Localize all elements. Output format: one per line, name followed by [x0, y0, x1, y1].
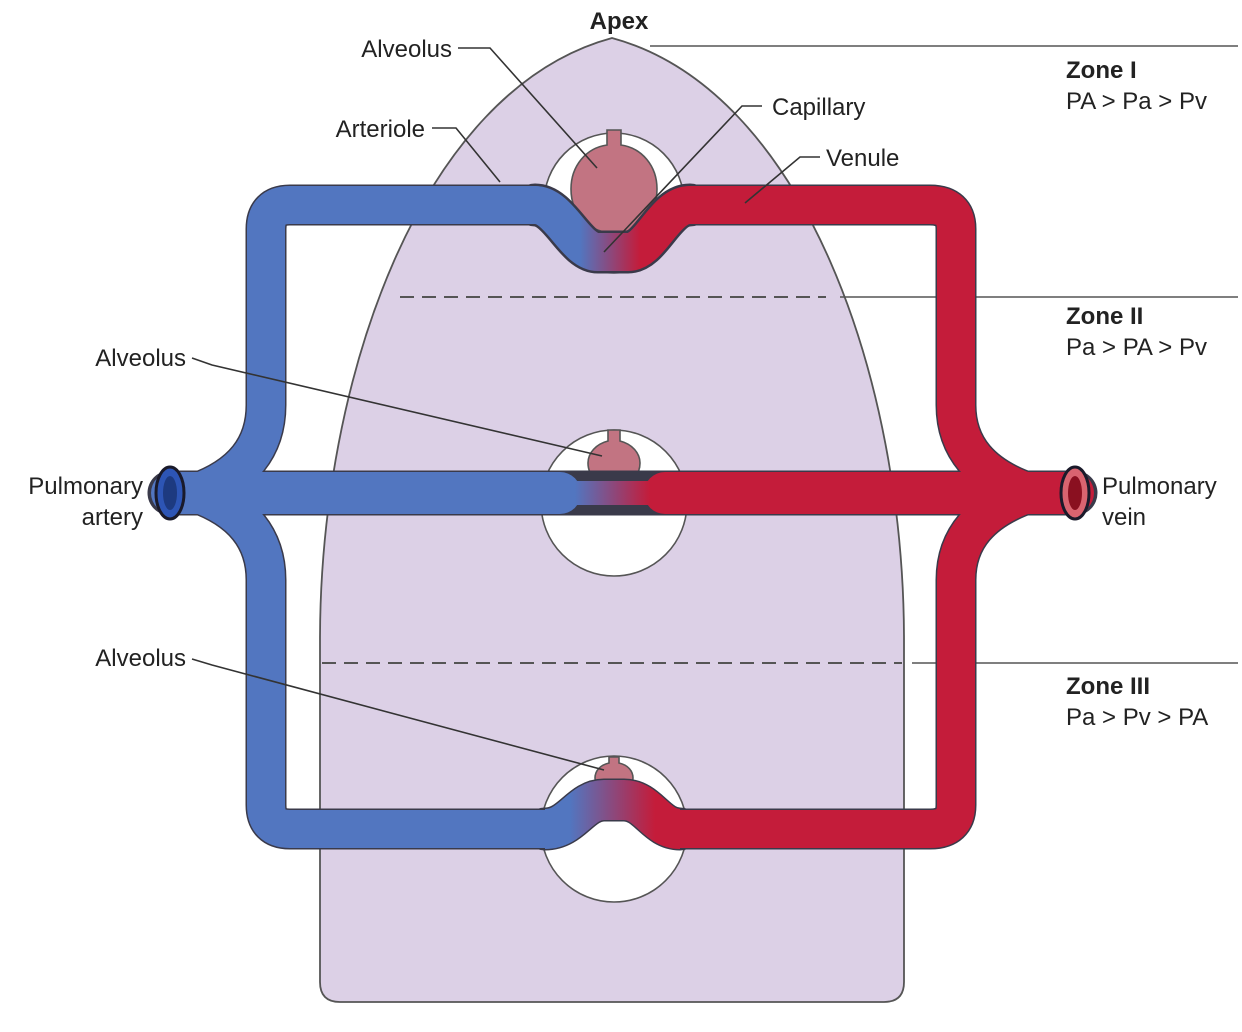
zone-iii-relation: Pa > Pv > PA — [1066, 704, 1208, 731]
leader-lines — [191, 47, 820, 771]
venous-vessels — [644, 186, 1094, 848]
apex-label: Apex — [590, 8, 649, 35]
zone-i-name: Zone I — [1066, 57, 1137, 84]
zone-ii-name: Zone II — [1066, 303, 1143, 330]
pulmonary-artery-label-2: artery — [82, 504, 143, 531]
zone-iii-name: Zone III — [1066, 673, 1150, 700]
pulmonary-vein-lumen — [1068, 476, 1082, 510]
pulmonary-artery-label-1: Pulmonary — [28, 473, 143, 500]
alveolus-bottom-label: Alveolus — [95, 645, 186, 672]
zone-ii-relation: Pa > PA > Pv — [1066, 334, 1207, 361]
venule-label: Venule — [826, 145, 899, 172]
arterial-vessels — [151, 186, 581, 848]
zone-i-relation: PA > Pa > Pv — [1066, 88, 1207, 115]
arteriole-label: Arteriole — [336, 116, 425, 143]
capillary-bottom — [542, 780, 683, 849]
capillary-top — [516, 186, 709, 271]
pulmonary-vein-label-1: Pulmonary — [1102, 473, 1217, 500]
alveolus-top-label: Alveolus — [361, 36, 452, 63]
pulmonary-artery-lumen — [163, 476, 177, 510]
pulmonary-vein-label-2: vein — [1102, 504, 1146, 531]
capillary-label: Capillary — [772, 94, 865, 121]
alveolus-mid-label: Alveolus — [95, 345, 186, 372]
